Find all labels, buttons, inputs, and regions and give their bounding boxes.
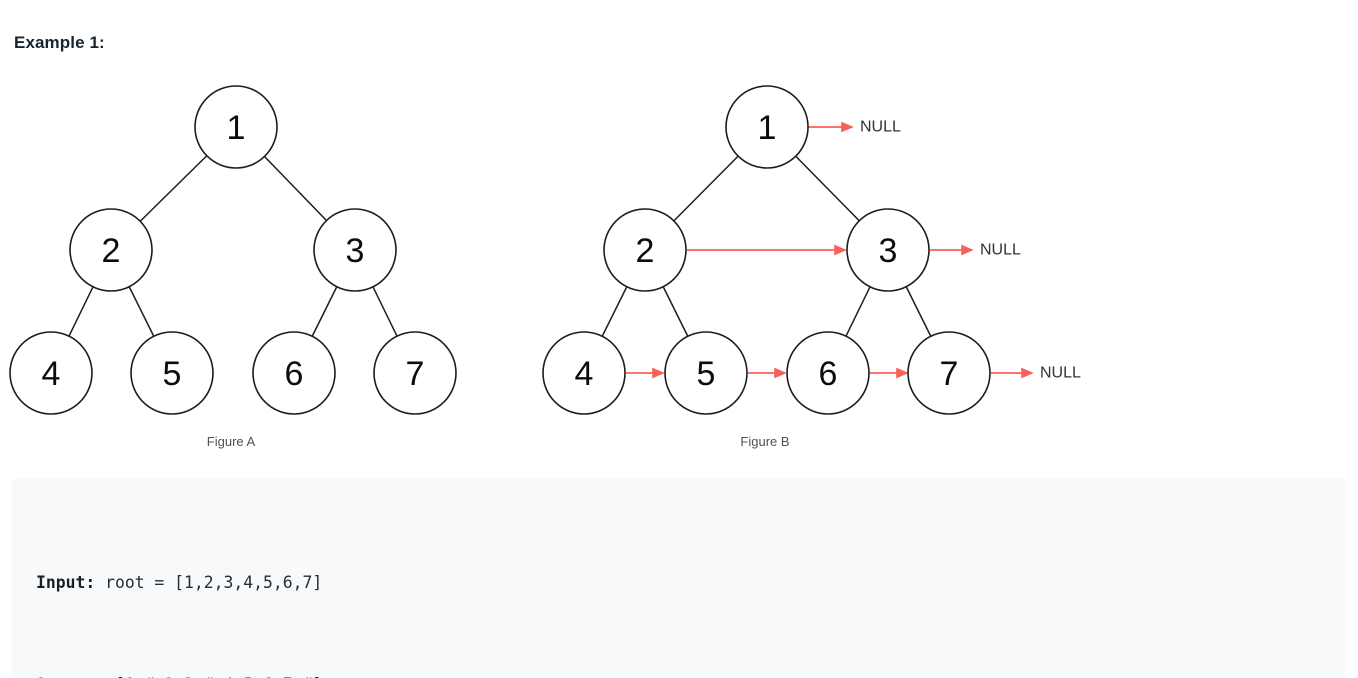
code-line-output: Output: [1,#,2,3,#,4,5,6,7,#] bbox=[36, 668, 1322, 678]
output-value: [1,#,2,3,#,4,5,6,7,#] bbox=[105, 675, 322, 678]
tree-edge bbox=[139, 155, 208, 222]
tree-node-label: 4 bbox=[42, 355, 61, 393]
tree-node-label: 2 bbox=[102, 232, 121, 270]
tree-node-circle bbox=[373, 331, 457, 415]
tree-node-circle bbox=[252, 331, 336, 415]
tree-node-label: 1 bbox=[227, 109, 246, 147]
tree-edge bbox=[68, 286, 94, 337]
tree-node-label: 7 bbox=[406, 355, 425, 393]
tree-node-circle bbox=[313, 208, 397, 292]
input-value: root = [1,2,3,4,5,6,7] bbox=[95, 573, 323, 592]
tree-node-label: 4 bbox=[575, 355, 594, 393]
tree-edge bbox=[845, 286, 871, 337]
figure-caption: Figure A bbox=[207, 434, 256, 449]
tree-edge bbox=[311, 286, 338, 337]
tree-node-circle bbox=[786, 331, 870, 415]
tree-node-label: 5 bbox=[697, 355, 716, 393]
tree-node-circle bbox=[194, 85, 278, 169]
tree-node-circle bbox=[603, 208, 687, 292]
tree-node-circle bbox=[725, 85, 809, 169]
tree-node-label: 5 bbox=[163, 355, 182, 393]
tree-node-label: 3 bbox=[879, 232, 898, 270]
tree-node-label: 6 bbox=[285, 355, 304, 393]
tree-node-circle bbox=[664, 331, 748, 415]
tree-edge bbox=[263, 155, 328, 222]
output-label: Output: bbox=[36, 675, 105, 678]
input-label: Input: bbox=[36, 573, 96, 592]
tree-edge bbox=[372, 286, 398, 337]
tree-edge bbox=[128, 286, 155, 337]
tree-node-circle bbox=[9, 331, 93, 415]
null-label: NULL bbox=[980, 242, 1021, 259]
tree-node-label: 6 bbox=[819, 355, 838, 393]
tree-node-label: 1 bbox=[758, 109, 777, 147]
figure-caption: Figure B bbox=[740, 434, 789, 449]
tree-edge bbox=[905, 286, 932, 337]
page-title: Example 1: bbox=[14, 33, 105, 52]
tree-node-circle bbox=[542, 331, 626, 415]
tree-node-circle bbox=[130, 331, 214, 415]
tree-node-circle bbox=[69, 208, 153, 292]
tree-node-label: 7 bbox=[940, 355, 959, 393]
tree-node-label: 2 bbox=[636, 232, 655, 270]
example-code-block: Input: root = [1,2,3,4,5,6,7] Output: [1… bbox=[12, 478, 1346, 678]
tree-node-label: 3 bbox=[346, 232, 365, 270]
tree-edge bbox=[795, 155, 860, 222]
tree-node-circle bbox=[907, 331, 991, 415]
tree-edge bbox=[673, 155, 739, 222]
null-label: NULL bbox=[1040, 365, 1081, 382]
tree-edge bbox=[662, 286, 689, 337]
code-line-input: Input: root = [1,2,3,4,5,6,7] bbox=[36, 566, 1322, 600]
null-label: NULL bbox=[860, 119, 901, 136]
tree-node-circle bbox=[846, 208, 930, 292]
tree-edge bbox=[601, 286, 628, 337]
